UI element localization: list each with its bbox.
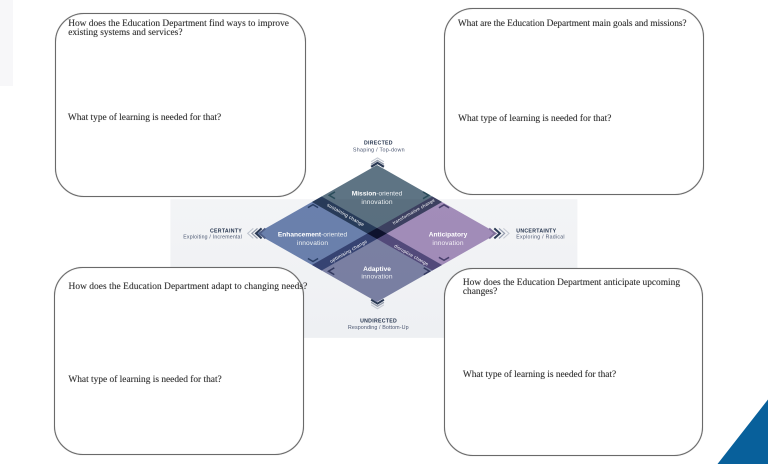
svg-text:Exploring / Radical: Exploring / Radical [516, 235, 565, 241]
svg-text:UNCERTAINTY: UNCERTAINTY [516, 229, 556, 235]
svg-text:innovation: innovation [361, 199, 392, 206]
svg-text:Shaping / Top-down: Shaping / Top-down [353, 147, 405, 153]
svg-text:UNDIRECTED: UNDIRECTED [360, 318, 397, 324]
svg-text:DIRECTED: DIRECTED [364, 141, 393, 147]
svg-text:Responding / Bottom-Up: Responding / Bottom-Up [348, 325, 409, 331]
svg-text:Enhancement-oriented: Enhancement-oriented [278, 231, 348, 238]
svg-text:innovation: innovation [432, 240, 463, 247]
svg-text:innovation: innovation [361, 273, 392, 280]
svg-text:innovation: innovation [297, 240, 328, 247]
svg-text:Adaptive: Adaptive [363, 266, 391, 273]
svg-text:Anticipatory: Anticipatory [429, 232, 468, 239]
svg-text:Exploiting / Incremental: Exploiting / Incremental [183, 235, 242, 241]
svg-text:CERTAINTY: CERTAINTY [210, 229, 242, 235]
svg-text:Mission-oriented: Mission-oriented [352, 191, 403, 198]
